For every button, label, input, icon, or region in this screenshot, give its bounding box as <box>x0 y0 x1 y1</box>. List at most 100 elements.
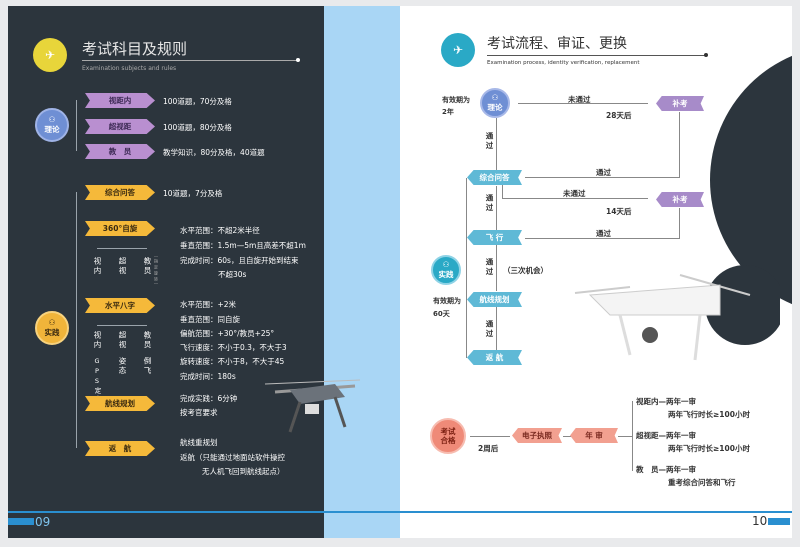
pass-label: 通过 <box>485 258 494 277</box>
figure8-branch <box>97 325 147 326</box>
review-detail: 重考综合问答和飞行 <box>668 478 736 487</box>
drone-logo-icon: ✈ <box>33 38 67 72</box>
pass-label: 通过 <box>596 229 611 238</box>
right-footer-line <box>400 511 792 513</box>
route-pennant: 航线规划 <box>85 396 155 411</box>
theory-validity: 有效期为2年 <box>442 96 470 116</box>
figure8-sub: 教员 <box>143 331 152 350</box>
flow-line <box>525 238 680 239</box>
right-page-number: 10 <box>752 514 768 528</box>
drone-icon: ⚇ <box>491 93 499 102</box>
left-page <box>8 6 324 538</box>
practice-badge: ⚇实践 <box>431 255 461 285</box>
flow-line <box>470 436 510 437</box>
left-footer-line <box>8 511 400 513</box>
figure8-pennant: 水平八字 <box>85 298 155 313</box>
spin-rule: 完成时间：60s，且自旋开始到结束 <box>180 256 299 265</box>
spin-pennant: 360°自旋 <box>85 221 155 236</box>
review-detail: 两年飞行时长≥100小时 <box>668 444 750 453</box>
route-rule: 完成实践：6分钟 <box>180 394 238 403</box>
figure8-sub: 视内 <box>93 331 102 350</box>
drone-icon: ⚇ <box>442 260 450 269</box>
theory-badge: ⚇理论 <box>35 108 69 142</box>
white-drone-image <box>574 265 780 361</box>
figure8-rule: 水平范围：+2米 <box>180 300 237 309</box>
chances-label: （三次机会） <box>503 266 548 275</box>
comprehensive-pennant: 综合问答 <box>85 185 155 200</box>
theory-rule: 教学知识，80分及格，40道题 <box>163 148 265 157</box>
spin-rule: 垂直范围：1.5m—5m且高差不超1m <box>180 241 306 250</box>
wait-label: 2周后 <box>478 444 499 453</box>
flow-line <box>525 177 680 178</box>
theory-rule: 100道题，80分及格 <box>163 123 232 132</box>
divider-dot <box>704 53 708 57</box>
fail-label: 未通过 <box>568 95 591 104</box>
qualified-badge: 考试合格 <box>430 418 466 454</box>
pass-label: 通过 <box>596 168 611 177</box>
practice-badge: ⚇实践 <box>35 311 69 345</box>
figure8-rule: 垂直范围：同自旋 <box>180 315 240 324</box>
drone-icon: ⚇ <box>48 115 56 124</box>
review-head: 超视距—两年一审 <box>636 431 696 440</box>
center-strip <box>324 6 400 538</box>
theory-bracket <box>76 100 77 151</box>
figure8-rule: 飞行速度：不小于0.3，不大于3 <box>180 343 287 352</box>
route-pennant: 航线规划 <box>467 292 522 307</box>
divider-dot <box>296 58 300 62</box>
figure8-sub: 超视 <box>118 331 127 350</box>
left-subtitle: Examination subjects and rules <box>82 65 177 72</box>
practice-validity: 有效期为60天 <box>433 297 461 318</box>
wait-label: 14天后 <box>606 207 632 216</box>
left-footer-block <box>8 518 34 525</box>
title-divider <box>487 55 705 56</box>
drone-icon: ⚇ <box>48 318 56 327</box>
figure8-sub2: GPS定点 <box>93 357 101 404</box>
spin-rule: 水平范围：不超2米半径 <box>180 226 260 235</box>
dark-semicircle <box>710 55 792 305</box>
comprehensive-rule: 10道题，7分及格 <box>163 189 223 198</box>
pass-label: 通过 <box>485 132 494 151</box>
spin-note: （指定旋转） <box>154 253 159 289</box>
review-bracket <box>632 401 633 471</box>
license-pennant: 电子执照 <box>512 428 562 443</box>
spin-sub: 视内 <box>93 257 102 276</box>
left-page-number: 09 <box>35 515 51 529</box>
wait-label: 28天后 <box>606 111 632 120</box>
spin-sub: 超视 <box>118 257 127 276</box>
review-head: 教 员—两年一审 <box>636 465 696 474</box>
theory-item-line-of-sight: 视距内 <box>85 93 155 108</box>
figure8-rule: 完成时间：180s <box>180 372 236 381</box>
title-divider <box>82 60 297 61</box>
rth-rule: 无人机飞回到航线起点） <box>202 467 285 476</box>
left-title: 考试科目及规则 <box>82 40 188 58</box>
annual-review-pennant: 年 审 <box>570 428 618 443</box>
right-title: 考试流程、审证、更换 <box>487 36 627 52</box>
flight-pennant: 飞 行 <box>467 230 522 245</box>
rth-rule: 返航（只能通过地面站软件操控 <box>180 453 285 462</box>
retake-pennant-1: 补考 <box>656 96 704 111</box>
comprehensive-pennant: 综合问答 <box>467 170 522 185</box>
retake-pennant-2: 补考 <box>656 192 704 207</box>
figure8-rule: 旋转速度：不小于8，不大于45 <box>180 357 285 366</box>
rth-rule: 航线重规划 <box>180 438 218 447</box>
review-detail: 两年飞行时长≥100小时 <box>668 410 750 419</box>
flow-line <box>563 436 571 437</box>
figure8-rule: 偏航范围：+30°/教员+25° <box>180 329 275 338</box>
flow-line <box>618 436 632 437</box>
flow-line <box>518 103 648 104</box>
flow-line <box>502 185 503 198</box>
rth-pennant: 返 航 <box>85 441 155 456</box>
spin-sub: 教员 <box>143 257 152 276</box>
flow-line <box>496 245 497 291</box>
theory-item-instructor: 教 员 <box>85 144 155 159</box>
fail-label: 未通过 <box>563 189 586 198</box>
figure8-sub2: 倒飞 <box>143 357 152 376</box>
theory-badge: ⚇理论 <box>480 88 510 118</box>
right-subtitle: Examination process, identity verificati… <box>487 60 640 66</box>
flow-line <box>496 118 497 172</box>
spin-branch <box>97 248 147 249</box>
pass-label: 通过 <box>485 320 494 339</box>
practice-bracket <box>466 178 467 358</box>
drone-logo-icon: ✈ <box>441 33 475 67</box>
theory-rule: 100道题，70分及格 <box>163 97 232 106</box>
